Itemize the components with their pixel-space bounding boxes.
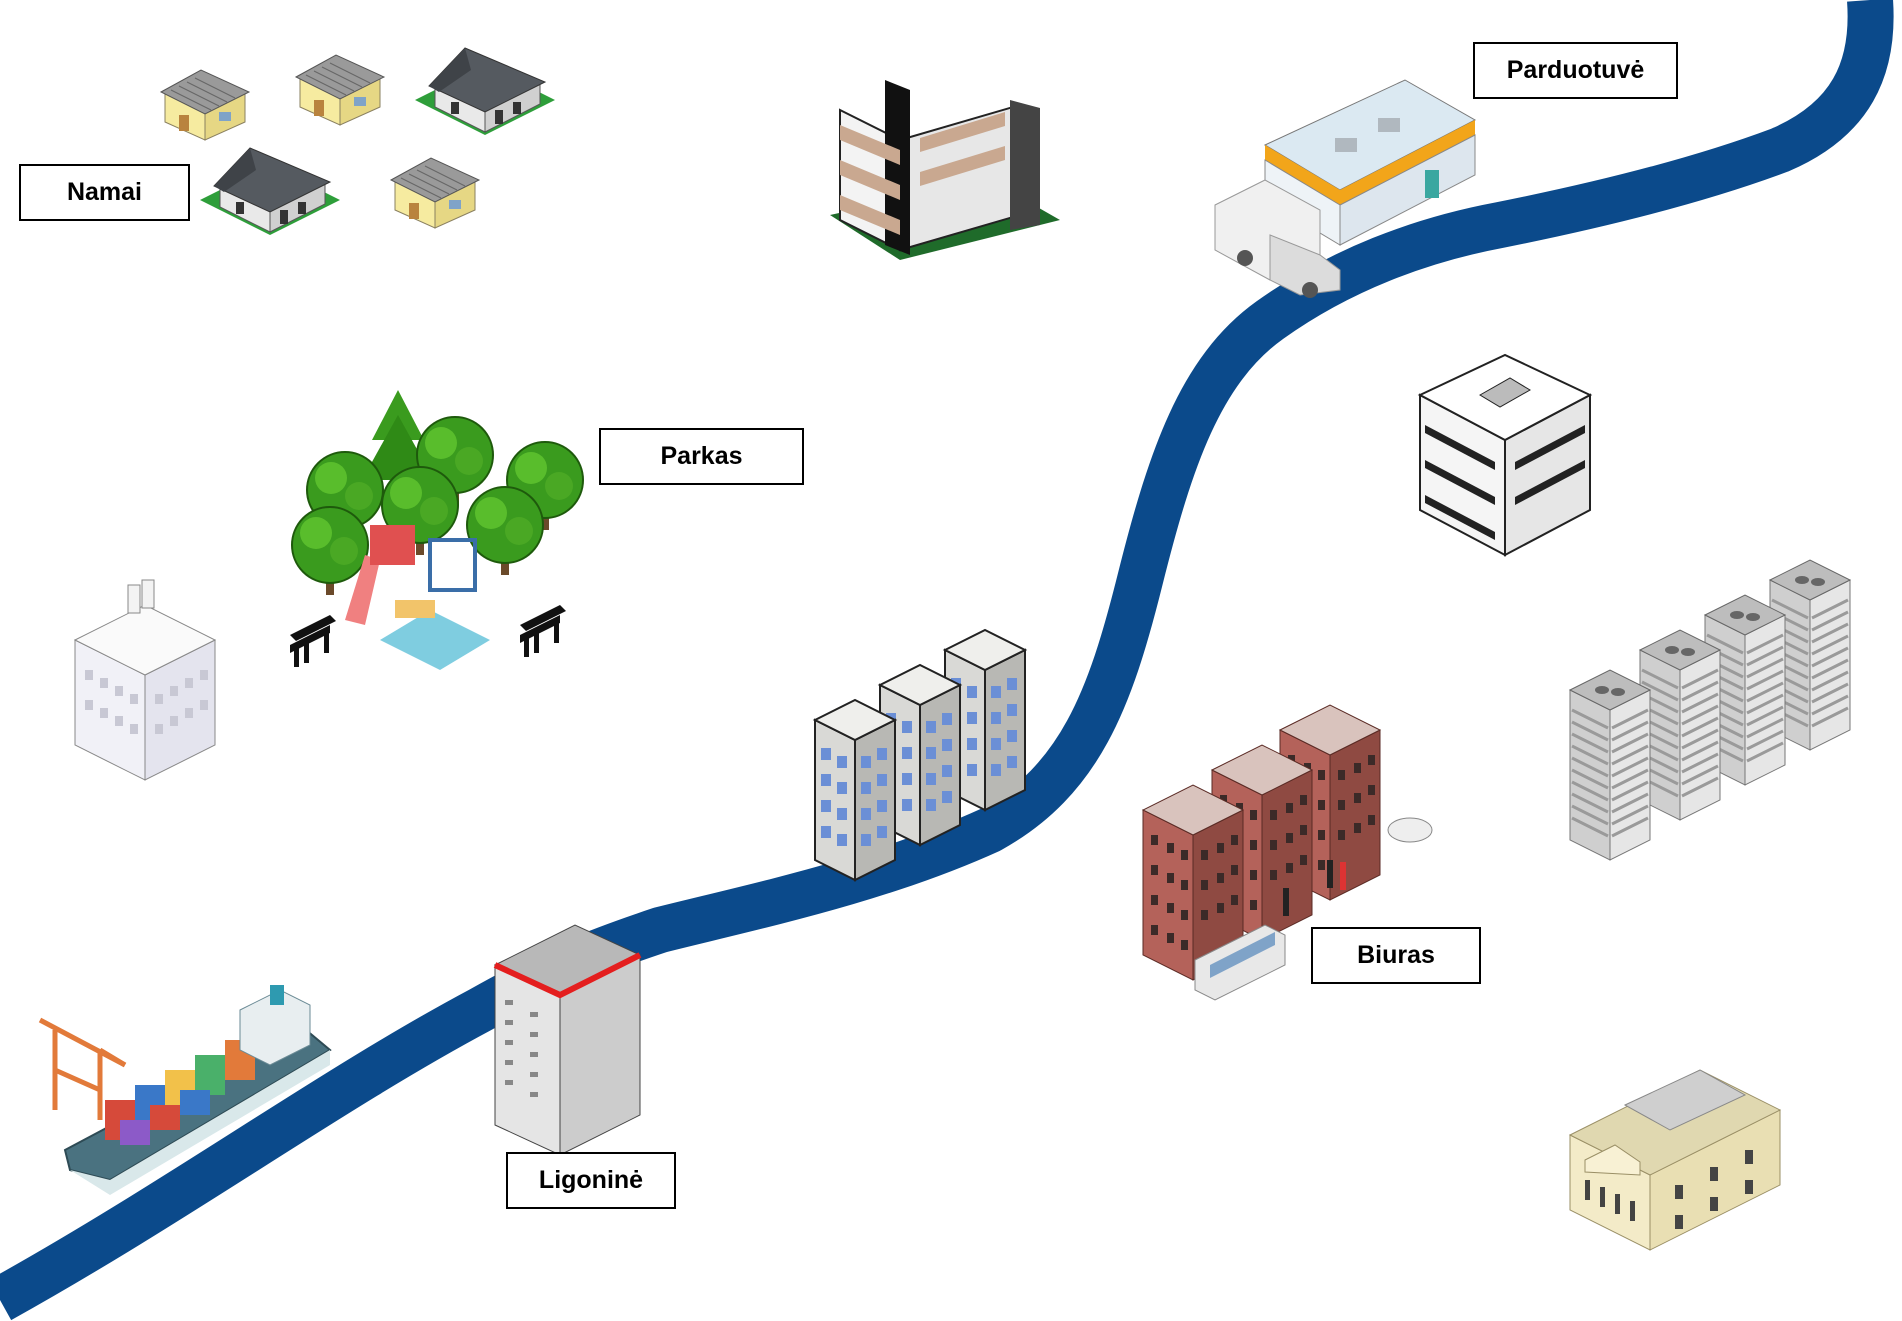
tower bbox=[814, 699, 896, 881]
bench bbox=[520, 605, 566, 657]
tree bbox=[466, 486, 544, 576]
brick-office-towers bbox=[1142, 704, 1433, 1001]
skyscraper bbox=[1638, 628, 1722, 822]
house-yellow bbox=[390, 157, 480, 229]
skyscraper bbox=[1568, 668, 1652, 862]
house-yellow bbox=[160, 69, 250, 141]
house-yellow bbox=[295, 54, 385, 126]
hospital-building bbox=[493, 924, 642, 1156]
bank-building bbox=[1568, 1069, 1782, 1251]
white-office-building bbox=[1417, 353, 1593, 557]
cargo-port bbox=[38, 985, 332, 1195]
tree bbox=[291, 506, 369, 596]
label-park: Parkas bbox=[599, 428, 804, 485]
house-gray bbox=[414, 47, 556, 136]
label-office: Biuras bbox=[1311, 927, 1481, 984]
bench bbox=[290, 615, 336, 667]
houses-group bbox=[160, 47, 556, 236]
shop-building bbox=[1214, 79, 1477, 298]
label-homes: Namai bbox=[19, 164, 190, 221]
skyscrapers bbox=[1568, 558, 1852, 862]
park-area bbox=[290, 390, 584, 670]
modern-building bbox=[830, 80, 1060, 260]
classic-building bbox=[73, 579, 217, 781]
label-hospital: Ligoninė bbox=[506, 1152, 676, 1209]
house-gray bbox=[199, 147, 341, 236]
label-shop: Parduotuvė bbox=[1473, 42, 1678, 99]
